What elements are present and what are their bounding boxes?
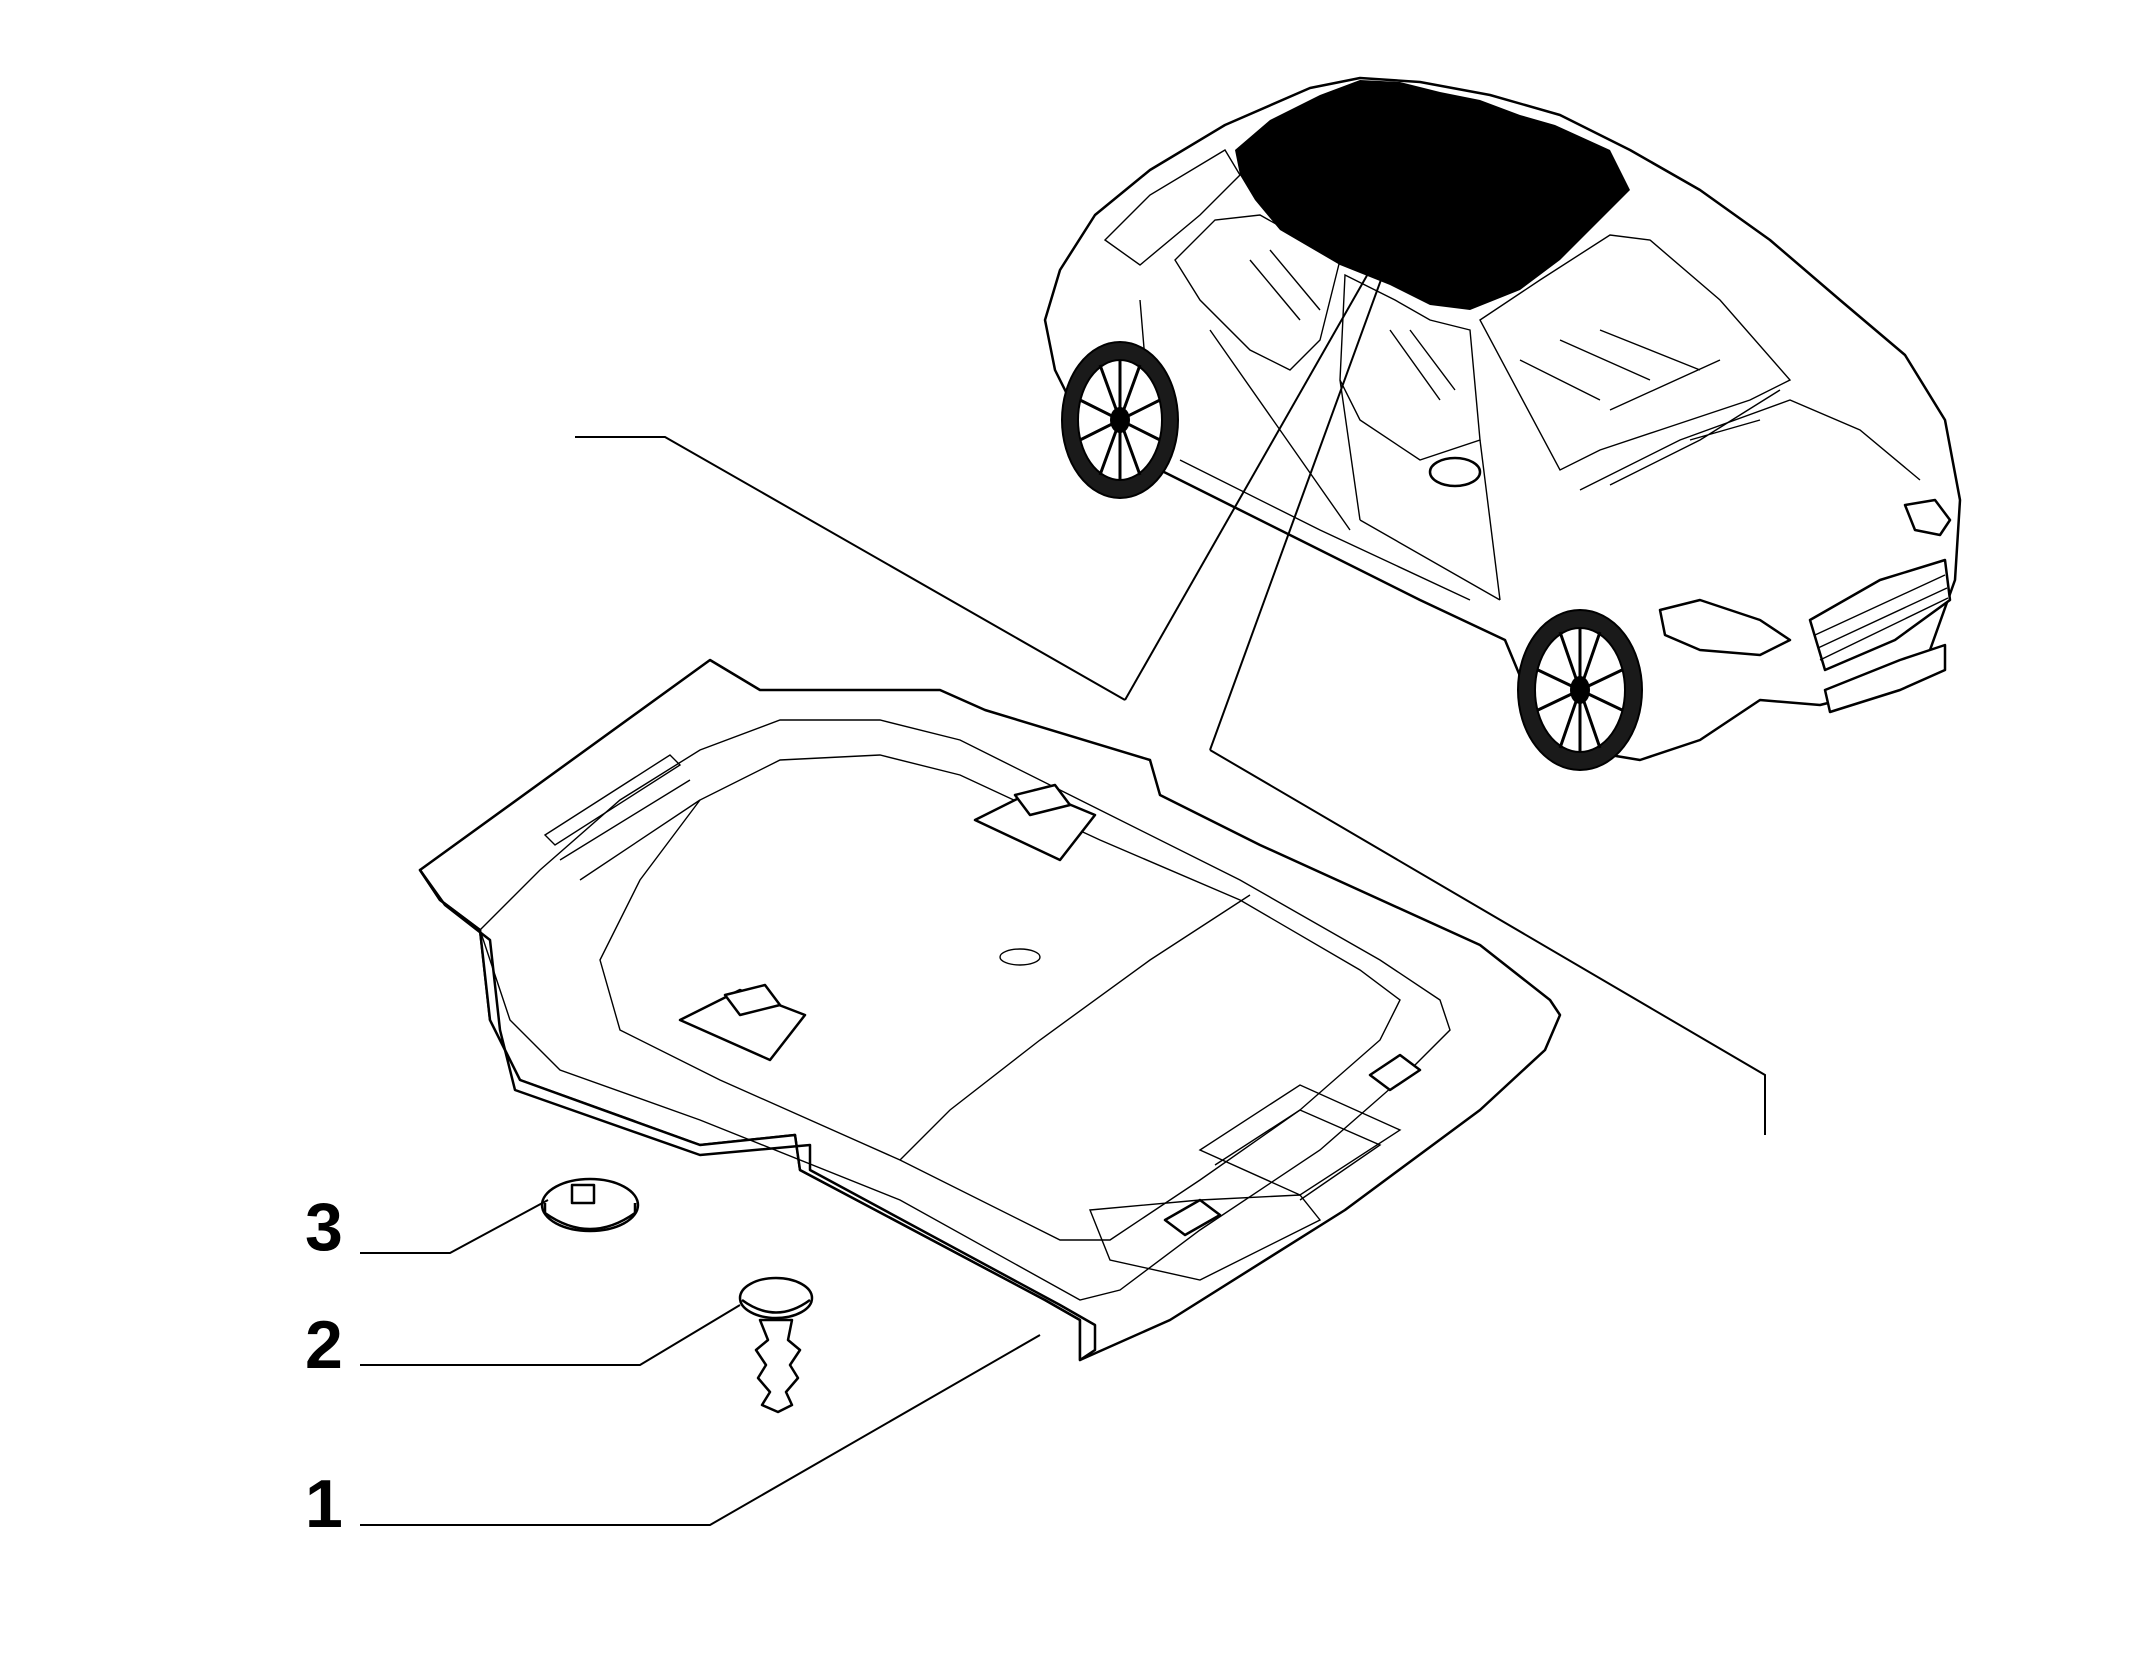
grille: [1808, 558, 1952, 672]
leader-1: [360, 1334, 1041, 1526]
leader-2: [360, 1304, 741, 1366]
seat-lines: [1249, 249, 1721, 411]
rear-side-window: [1174, 214, 1341, 371]
dome-light-hole: [999, 948, 1041, 966]
hood-line: [1579, 399, 1921, 491]
wiper: [1609, 389, 1781, 486]
side-groove: [543, 754, 701, 881]
windshield: [1479, 234, 1792, 471]
console-frame: [1198, 1084, 1402, 1201]
reference-lines: [575, 199, 1766, 1135]
callout-1: 1: [305, 1466, 343, 1542]
headliner-panel: [418, 658, 1562, 1362]
headlight-left: [1658, 598, 1792, 657]
side-mirror: [1428, 456, 1482, 488]
car-illustration: [1043, 76, 1962, 771]
mount-pad-front: [678, 983, 807, 1062]
callout-3: 3: [305, 1189, 343, 1265]
console-slot-1: [1163, 1198, 1222, 1237]
front-wheel: [1517, 609, 1643, 771]
door-line-front: [1339, 379, 1501, 601]
front-recess: [1089, 1194, 1322, 1281]
cap-part: [540, 1177, 640, 1233]
bracket-line-left: [575, 436, 1126, 701]
headliner-seam: [899, 894, 1251, 1161]
side-sill: [1179, 459, 1471, 601]
rear-window: [1103, 149, 1241, 266]
leader-3: [360, 1199, 549, 1254]
bracket-line-right: [1209, 749, 1766, 1135]
roof-leader-right: [1209, 199, 1411, 751]
headliner-outline: [418, 658, 1562, 1362]
callout-2: 2: [305, 1307, 343, 1383]
rear-wheel: [1061, 341, 1179, 499]
callout-leaders: [360, 1199, 1041, 1526]
headliner-inner-rim: [479, 719, 1451, 1301]
lower-grille: [1823, 643, 1947, 714]
mount-pad-rear: [973, 783, 1097, 862]
clip-part: [738, 1276, 814, 1414]
grille-bars: [1814, 574, 1949, 661]
headliner-underside: [418, 868, 1097, 1362]
headlight-right: [1903, 498, 1952, 537]
console-slot-2: [1368, 1053, 1422, 1092]
roof-highlight: [1235, 80, 1630, 310]
roof-leader-left: [1124, 199, 1411, 701]
